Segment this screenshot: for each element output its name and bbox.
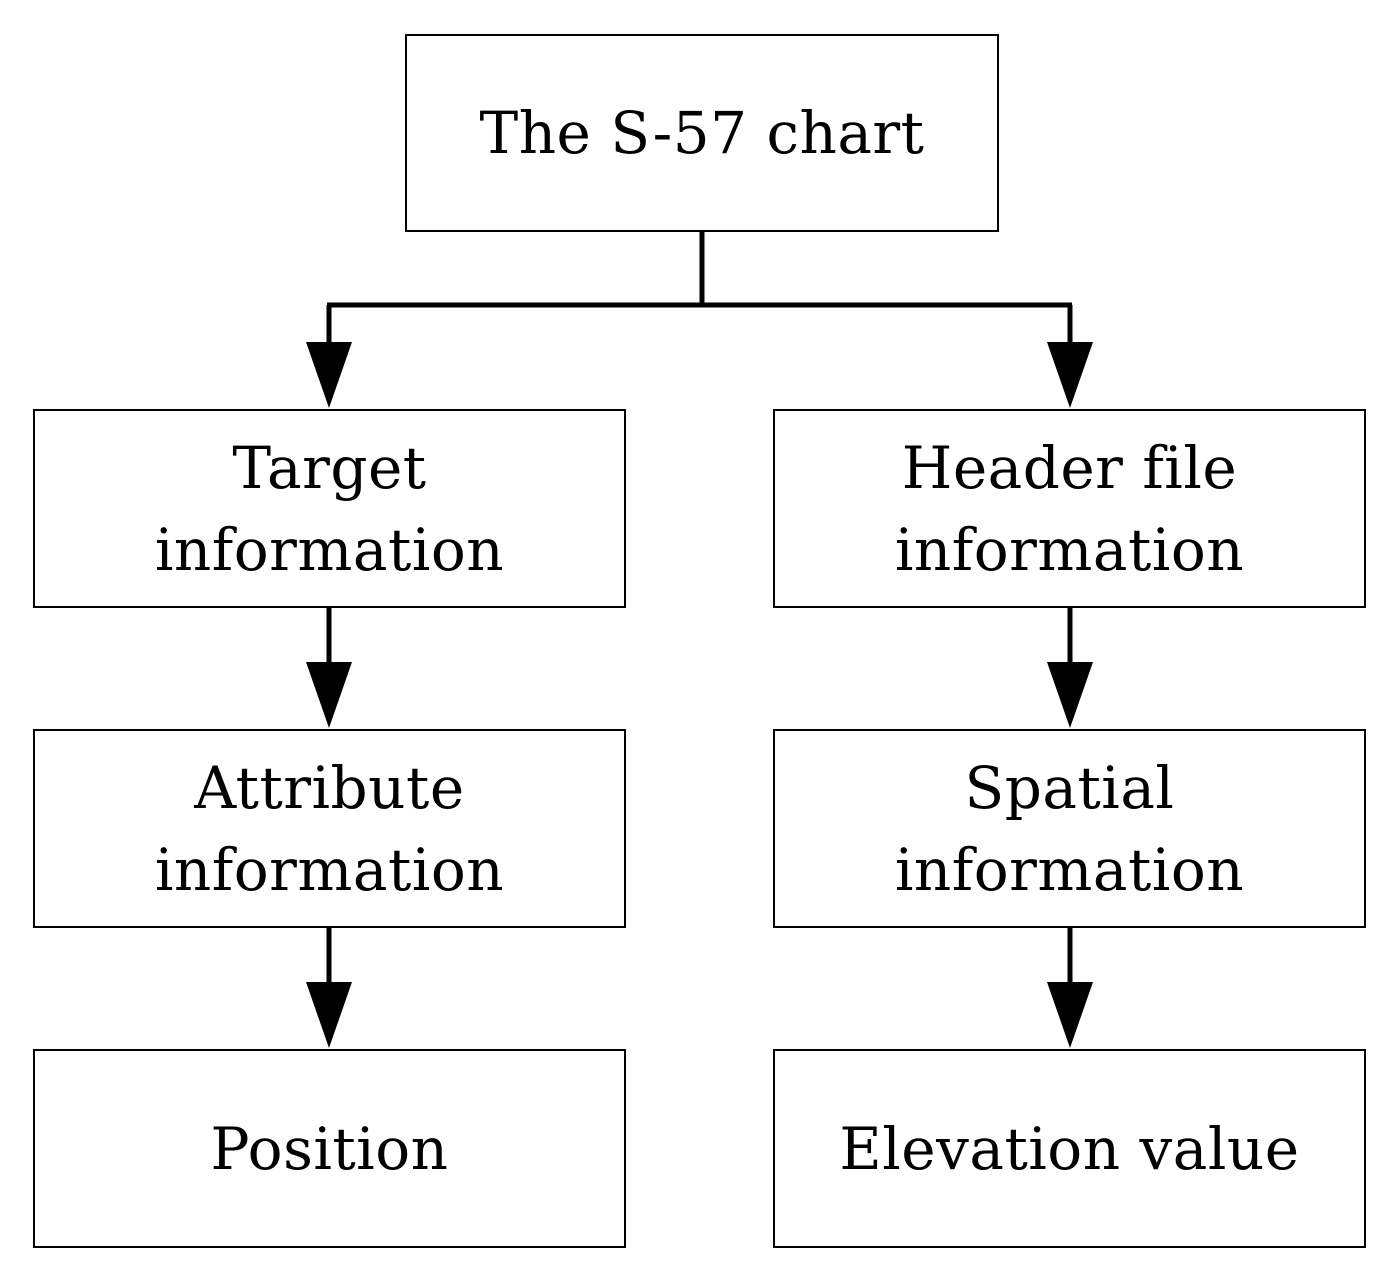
node-s57-chart-label: The S-57 chart <box>479 99 925 167</box>
node-spatial-information: Spatial information <box>773 729 1366 928</box>
arrowhead-elevation <box>1047 982 1093 1048</box>
node-attribute-information: Attribute information <box>33 729 626 928</box>
arrowhead-header <box>1047 342 1093 408</box>
node-elevation-value-label: Elevation value <box>839 1114 1300 1183</box>
node-s57-chart: The S-57 chart <box>405 34 999 232</box>
node-position-label: Position <box>210 1114 449 1183</box>
node-header-file-information: Header file information <box>773 409 1366 608</box>
node-position: Position <box>33 1049 626 1248</box>
node-target-information-label: Target information <box>154 433 505 584</box>
node-header-file-information-label: Header file information <box>894 433 1245 584</box>
arrowhead-spatial <box>1047 662 1093 728</box>
node-elevation-value: Elevation value <box>773 1049 1366 1248</box>
node-attribute-information-label: Attribute information <box>154 753 505 904</box>
node-target-information: Target information <box>33 409 626 608</box>
arrowhead-attribute <box>306 662 352 728</box>
node-spatial-information-label: Spatial information <box>894 753 1245 904</box>
arrowhead-target <box>306 342 352 408</box>
arrowhead-position <box>306 982 352 1048</box>
